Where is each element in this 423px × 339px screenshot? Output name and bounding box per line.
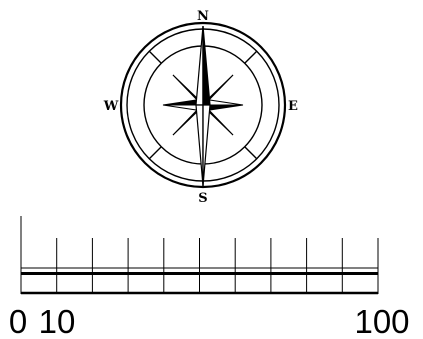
compass-label-east: E [288,99,298,114]
compass-label-north: N [197,9,209,24]
scale-label-0: 0 [9,303,27,339]
compass-rose-icon: N E S W [103,9,298,206]
compass-north-south-points [196,26,210,186]
scale-bar-ticks [57,238,343,294]
scale-bar: 0 10 100 [9,216,410,339]
compass-label-south: S [198,191,207,206]
scale-label-100: 100 [354,303,409,339]
compass-label-west: W [103,99,119,114]
scale-label-10: 10 [39,303,76,339]
